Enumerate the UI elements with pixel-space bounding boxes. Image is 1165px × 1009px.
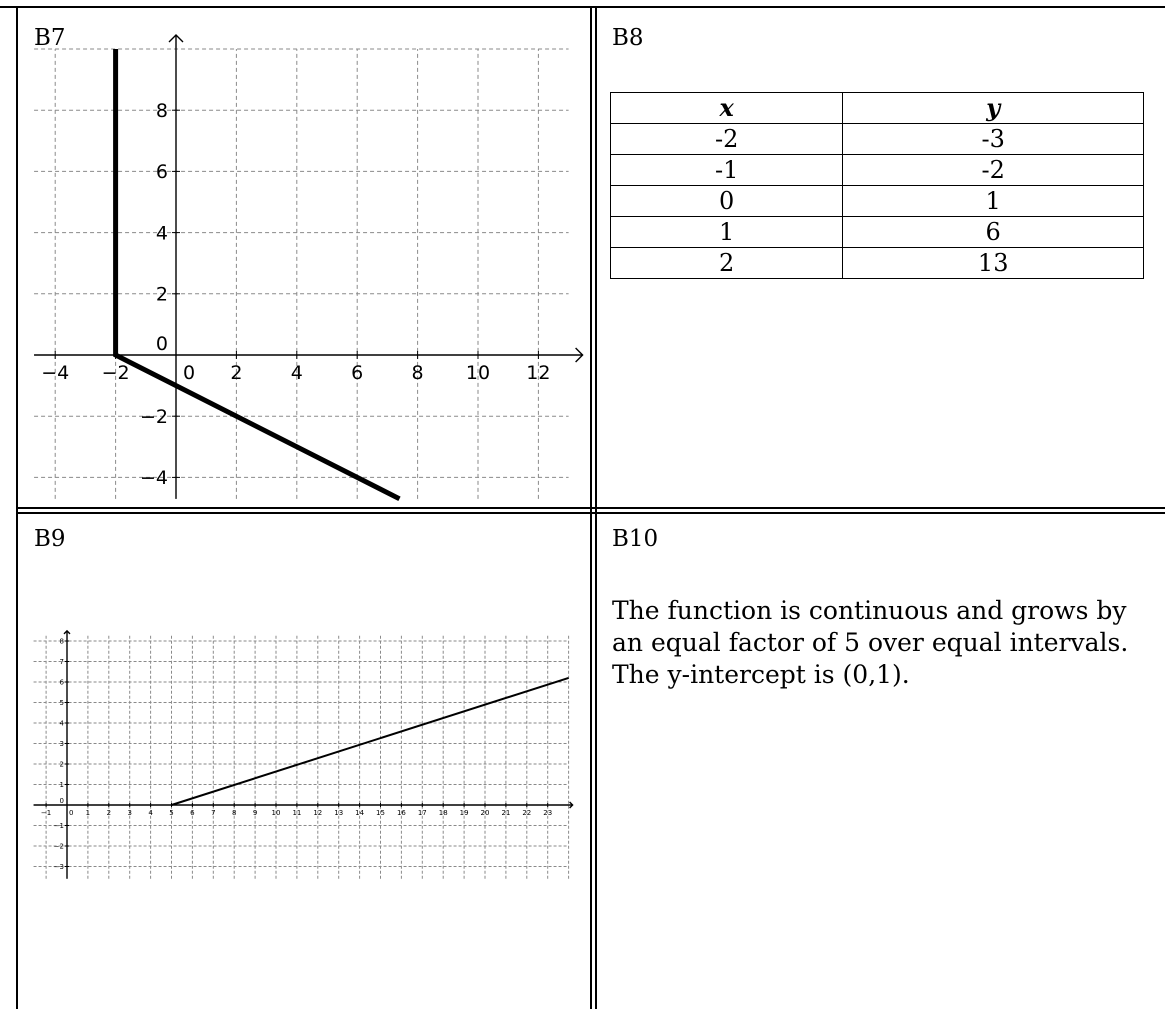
y-tick-label: −3 [54,863,64,871]
x-tick-label: 19 [460,809,469,817]
x-tick-label: 13 [334,809,343,817]
function-graph-line [113,49,401,502]
table-row: -2 -3 [609,123,1144,155]
y-tick-label: 2 [60,760,64,768]
table-cell: -3 [842,123,1144,155]
x-tick-label: 12 [526,362,550,384]
x-tick-label: 11 [292,809,301,817]
x-tick-label: 16 [397,809,406,817]
table-cell: -2 [842,154,1144,186]
origin-label: 0 [60,797,64,805]
x-tick-label: 6 [190,809,195,817]
cell-label-b10: B10 [612,526,659,552]
y-tick-label: 7 [60,658,64,666]
x-tick-label: 20 [481,809,490,817]
x-tick-label: 10 [466,362,490,384]
row-divider-b [16,512,1165,514]
x-tick-label: −4 [41,362,69,384]
y-axis-arrow-icon [63,629,71,635]
y-tick-label: 8 [60,637,64,645]
b7-graph: −4 −2 0 2 4 6 8 10 12 −4 −2 2 4 6 8 0 [34,34,584,502]
y-tick-label: 5 [60,699,64,707]
function-graph-line [171,676,569,806]
x-tick-label: 2 [230,362,242,384]
x-tick-label: 0 [183,362,195,384]
table-cell: 1 [609,216,844,248]
cell-label-b9: B9 [34,526,66,552]
y-tick-label: 3 [60,740,64,748]
y-tick-label: −4 [140,467,168,489]
y-tick-label: 4 [60,719,65,727]
x-tick-label: 12 [313,809,322,817]
x-tick-label: 6 [351,362,363,384]
table-cell: -2 [609,123,844,155]
column-header-y: y [842,92,1144,124]
table-top-border [0,6,1165,8]
y-tick-label: 1 [60,781,64,789]
cell-label-b7: B7 [34,25,66,51]
table-cell: 1 [842,185,1144,217]
table-header-row: x y [609,92,1144,124]
x-tick-label: −1 [41,809,51,817]
x-tick-label: 4 [148,809,153,817]
y-tick-label: 6 [60,678,65,686]
x-tick-label: 7 [211,809,215,817]
table-cell: 0 [609,185,844,217]
origin-label: 0 [156,333,168,355]
x-axis-arrow-icon [569,801,574,809]
table-row: -1 -2 [609,154,1144,186]
table-cell: 2 [609,247,844,279]
y-tick-label: −1 [54,822,64,830]
x-tick-label: −2 [102,362,130,384]
y-tick-label: 8 [156,100,168,122]
x-tick-label: 23 [543,809,552,817]
x-tick-label: 14 [355,809,364,817]
table-row: 2 13 [609,247,1144,279]
x-tick-label: 4 [291,362,303,384]
b8-xy-table: x y -2 -3 -1 -2 0 1 1 6 2 13 [609,92,1144,279]
y-tick-label: 6 [156,161,168,183]
x-tick-label: 9 [253,809,257,817]
x-tick-label: 17 [418,809,427,817]
y-tick-label: −2 [54,842,64,850]
b10-description: The function is continuous and grows by … [612,596,1129,689]
y-axis-arrow-icon [168,34,184,43]
column-header-x: x [609,92,844,124]
x-tick-label: 5 [169,809,173,817]
table-cell: -1 [609,154,844,186]
y-tick-label: 4 [156,222,168,244]
cell-label-b8: B8 [612,25,644,51]
table-row: 1 6 [609,216,1144,248]
table-cell: 6 [842,216,1144,248]
x-tick-label: 3 [127,809,131,817]
x-tick-label: 22 [522,809,531,817]
x-tick-label: 15 [376,809,385,817]
x-tick-label: 18 [439,809,448,817]
x-tick-label: 21 [501,809,510,817]
y-tick-label: −2 [140,406,168,428]
x-tick-label: 0 [69,809,73,817]
y-tick-label: 2 [156,283,168,305]
row-divider-a [16,507,1165,509]
x-tick-label: 1 [86,809,90,817]
x-axis-arrow-icon [575,347,584,363]
x-tick-label: 2 [107,809,111,817]
x-tick-label: 8 [412,362,424,384]
x-tick-label: 10 [272,809,281,817]
table-row: 0 1 [609,185,1144,217]
x-tick-label: 8 [232,809,236,817]
table-cell: 13 [842,247,1144,279]
